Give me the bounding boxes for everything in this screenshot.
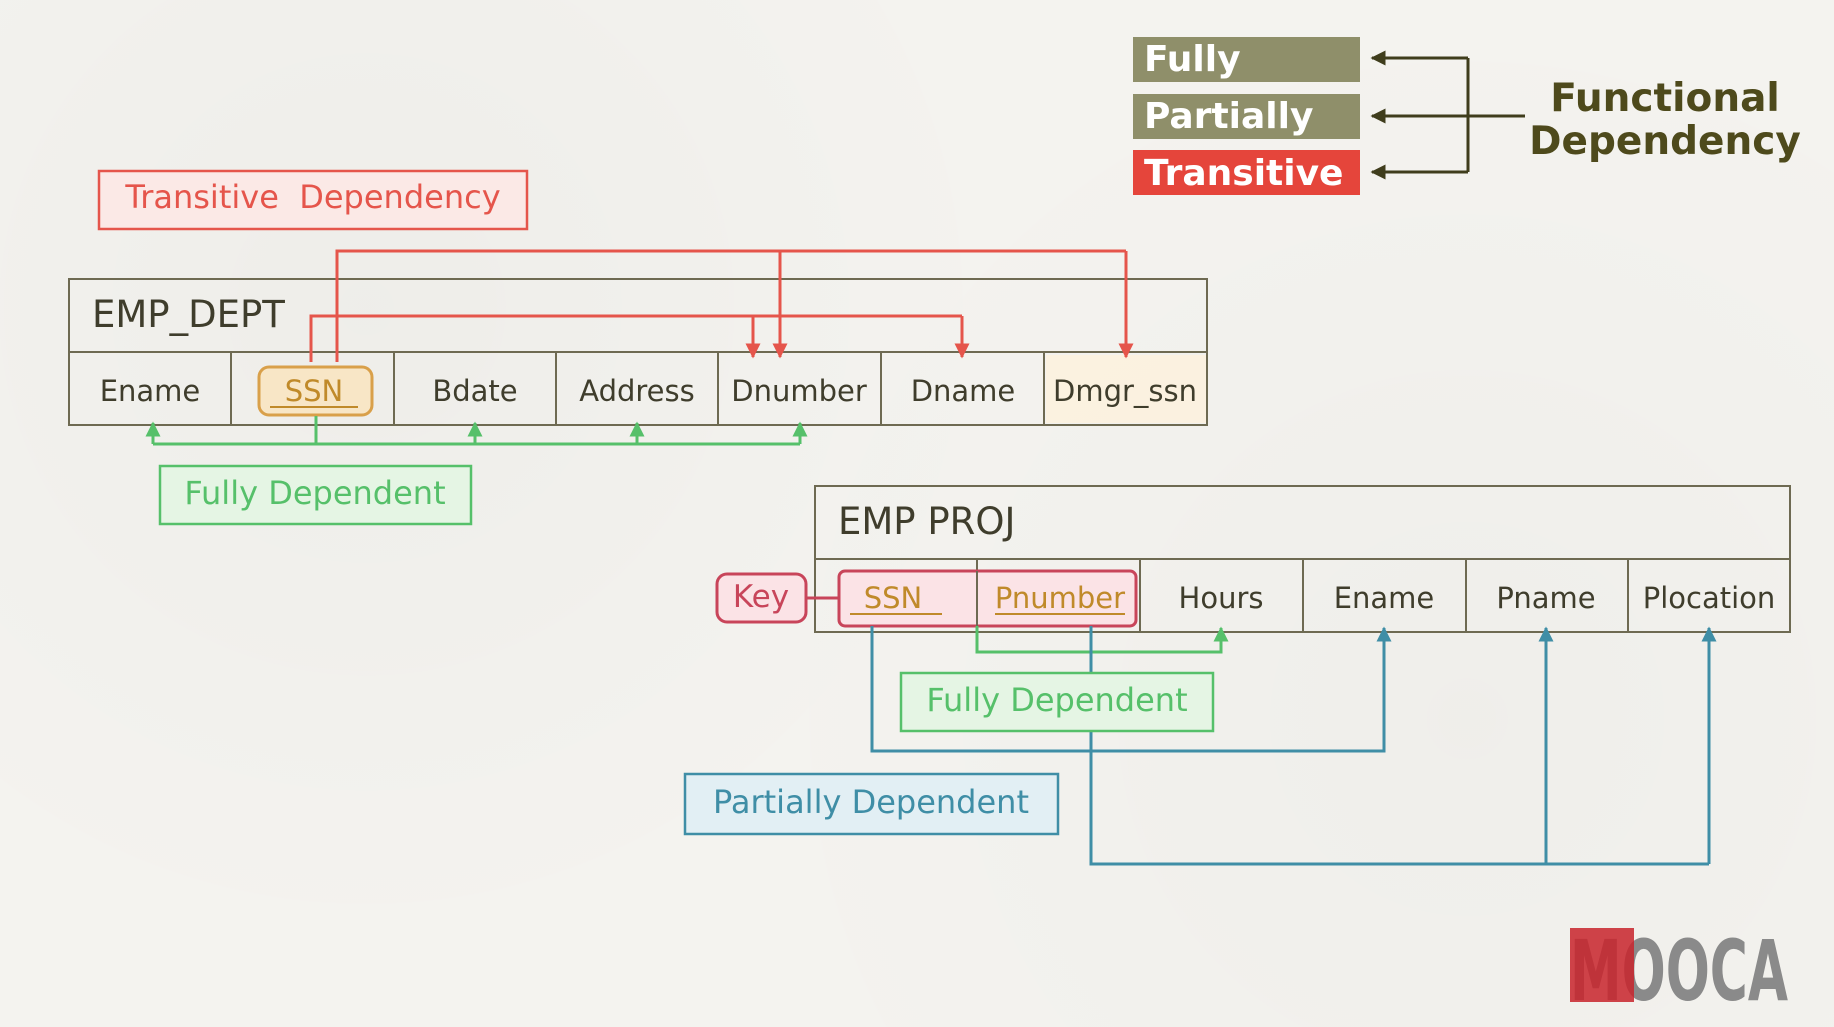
emp-dept-col-bdate: Bdate	[432, 374, 517, 408]
emp-dept-col-dmgr-ssn: Dmgr_ssn	[1053, 374, 1197, 408]
emp-proj-col-hours: Hours	[1179, 581, 1264, 615]
mooca-logo: MOOCA	[1570, 922, 1788, 1020]
emp-proj-table: EMP PROJ SSN Pnumber Hours Ename Pname P…	[814, 485, 1791, 633]
partial-wire-pnumber	[1089, 626, 1709, 866]
emp-proj-fully-label: Fully Dependent	[899, 671, 1215, 733]
emp-proj-partially-text: Partially Dependent	[713, 783, 1029, 821]
mooca-logo-mark	[1570, 928, 1634, 1002]
emp-dept-ssn-highlight	[257, 365, 374, 417]
emp-dept-title: EMP_DEPT	[92, 293, 285, 336]
emp-proj-col-pname: Pname	[1496, 581, 1595, 615]
emp-dept-table: EMP_DEPT Ename SSN Bdate Address Dnumber…	[68, 278, 1208, 426]
emp-dept-transitive-arrows	[309, 249, 1134, 362]
legend-transitive-label: Transitive	[1144, 153, 1343, 194]
legend: Fully Partially Transitive Functional De…	[1133, 37, 1801, 195]
emp-dept-fully-arrows	[145, 416, 808, 446]
emp-proj-title: EMP PROJ	[838, 500, 1015, 543]
transitive-dependency-label: Transitive Dependency	[97, 169, 529, 231]
legend-title-line2: Dependency	[1529, 119, 1801, 164]
legend-title-line1: Functional	[1550, 76, 1780, 121]
transitive-wire-inner	[309, 314, 962, 362]
emp-proj-col-pnumber: Pnumber	[995, 581, 1125, 615]
key-text: Key	[733, 579, 789, 615]
emp-proj-partially-label: Partially Dependent	[683, 772, 1060, 836]
legend-transitive-box	[1133, 150, 1360, 195]
emp-dept-dmgr-highlight	[1046, 355, 1206, 423]
emp-dept-col-dname: Dname	[911, 374, 1016, 408]
emp-dept-col-ssn: SSN	[285, 374, 344, 408]
legend-partially-label: Partially	[1144, 96, 1313, 137]
legend-bracket-connector	[1466, 58, 1525, 172]
emp-dept-fully-label: Fully Dependent	[158, 464, 473, 526]
emp-proj-fully-text: Fully Dependent	[926, 681, 1187, 719]
emp-dept-col-dnumber: Dnumber	[731, 374, 867, 408]
proj-fully-arrow-hours	[975, 626, 1229, 654]
transitive-dependency-text: Transitive Dependency	[124, 178, 500, 216]
transitive-wire-outer	[335, 249, 1126, 362]
emp-dept-fully-text: Fully Dependent	[184, 474, 445, 512]
emp-dept-dividers	[230, 352, 1045, 425]
emp-dept-col-address: Address	[579, 374, 695, 408]
legend-partially-box	[1133, 94, 1360, 139]
emp-proj-col-ename: Ename	[1334, 581, 1435, 615]
partial-arrow-ename	[870, 626, 1392, 753]
emp-proj-col-ssn: SSN	[864, 581, 923, 615]
legend-fully-label: Fully	[1144, 39, 1241, 80]
emp-proj-col-plocation: Plocation	[1643, 581, 1776, 615]
key-label: Key	[715, 572, 839, 624]
legend-fully-box	[1133, 37, 1360, 82]
emp-dept-col-ename: Ename	[100, 374, 201, 408]
